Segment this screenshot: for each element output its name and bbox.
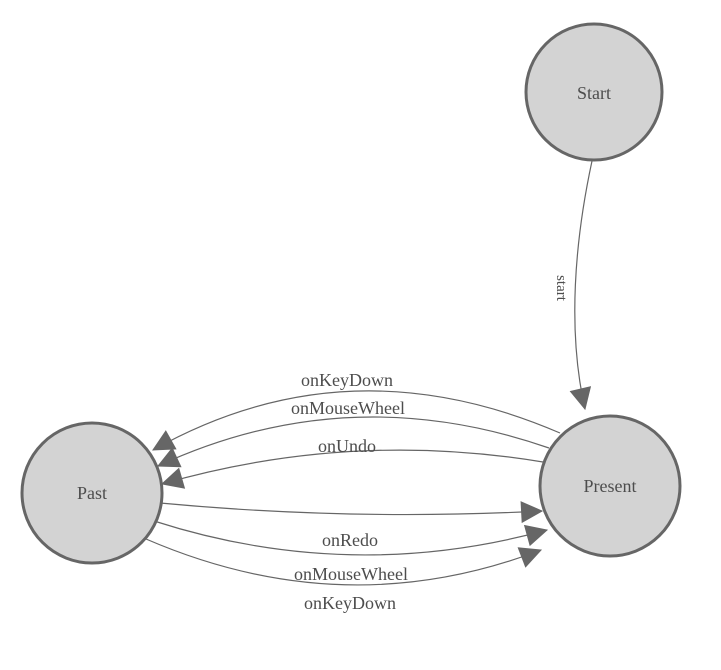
state-node-present bbox=[538, 414, 682, 558]
edge-label-onkeydown-top: onKeyDown bbox=[301, 370, 393, 390]
edge-past-to-present-onmousewheel bbox=[153, 520, 549, 556]
edge-group bbox=[145, 160, 593, 586]
edge-start-to-present bbox=[569, 160, 593, 411]
edge-label-onmousewheel-bottom: onMouseWheel bbox=[294, 564, 408, 584]
edge-present-to-past-onkeydown bbox=[152, 390, 561, 451]
edge-label-onundo: onUndo bbox=[318, 436, 376, 456]
edge-label-start: start bbox=[553, 275, 569, 302]
node-group: Start Present Past bbox=[20, 22, 682, 565]
state-node-past bbox=[20, 421, 164, 565]
state-node-start-label: Start bbox=[577, 83, 611, 103]
edge-past-to-present-onredo bbox=[159, 501, 544, 524]
state-node-present-label: Present bbox=[584, 476, 637, 496]
edge-label-onkeydown-bottom: onKeyDown bbox=[304, 593, 396, 613]
edge-past-to-present-onkeydown bbox=[145, 538, 543, 586]
state-node-start bbox=[524, 22, 664, 162]
edge-label-onredo: onRedo bbox=[322, 530, 378, 550]
state-node-past-label: Past bbox=[77, 483, 107, 503]
edge-label-onmousewheel-top: onMouseWheel bbox=[291, 398, 405, 418]
edge-present-to-past-onmousewheel bbox=[157, 416, 550, 468]
edge-label-group: start onKeyDown onMouseWheel onUndo onRe… bbox=[291, 275, 569, 613]
edge-present-to-past-onundo bbox=[160, 449, 544, 489]
